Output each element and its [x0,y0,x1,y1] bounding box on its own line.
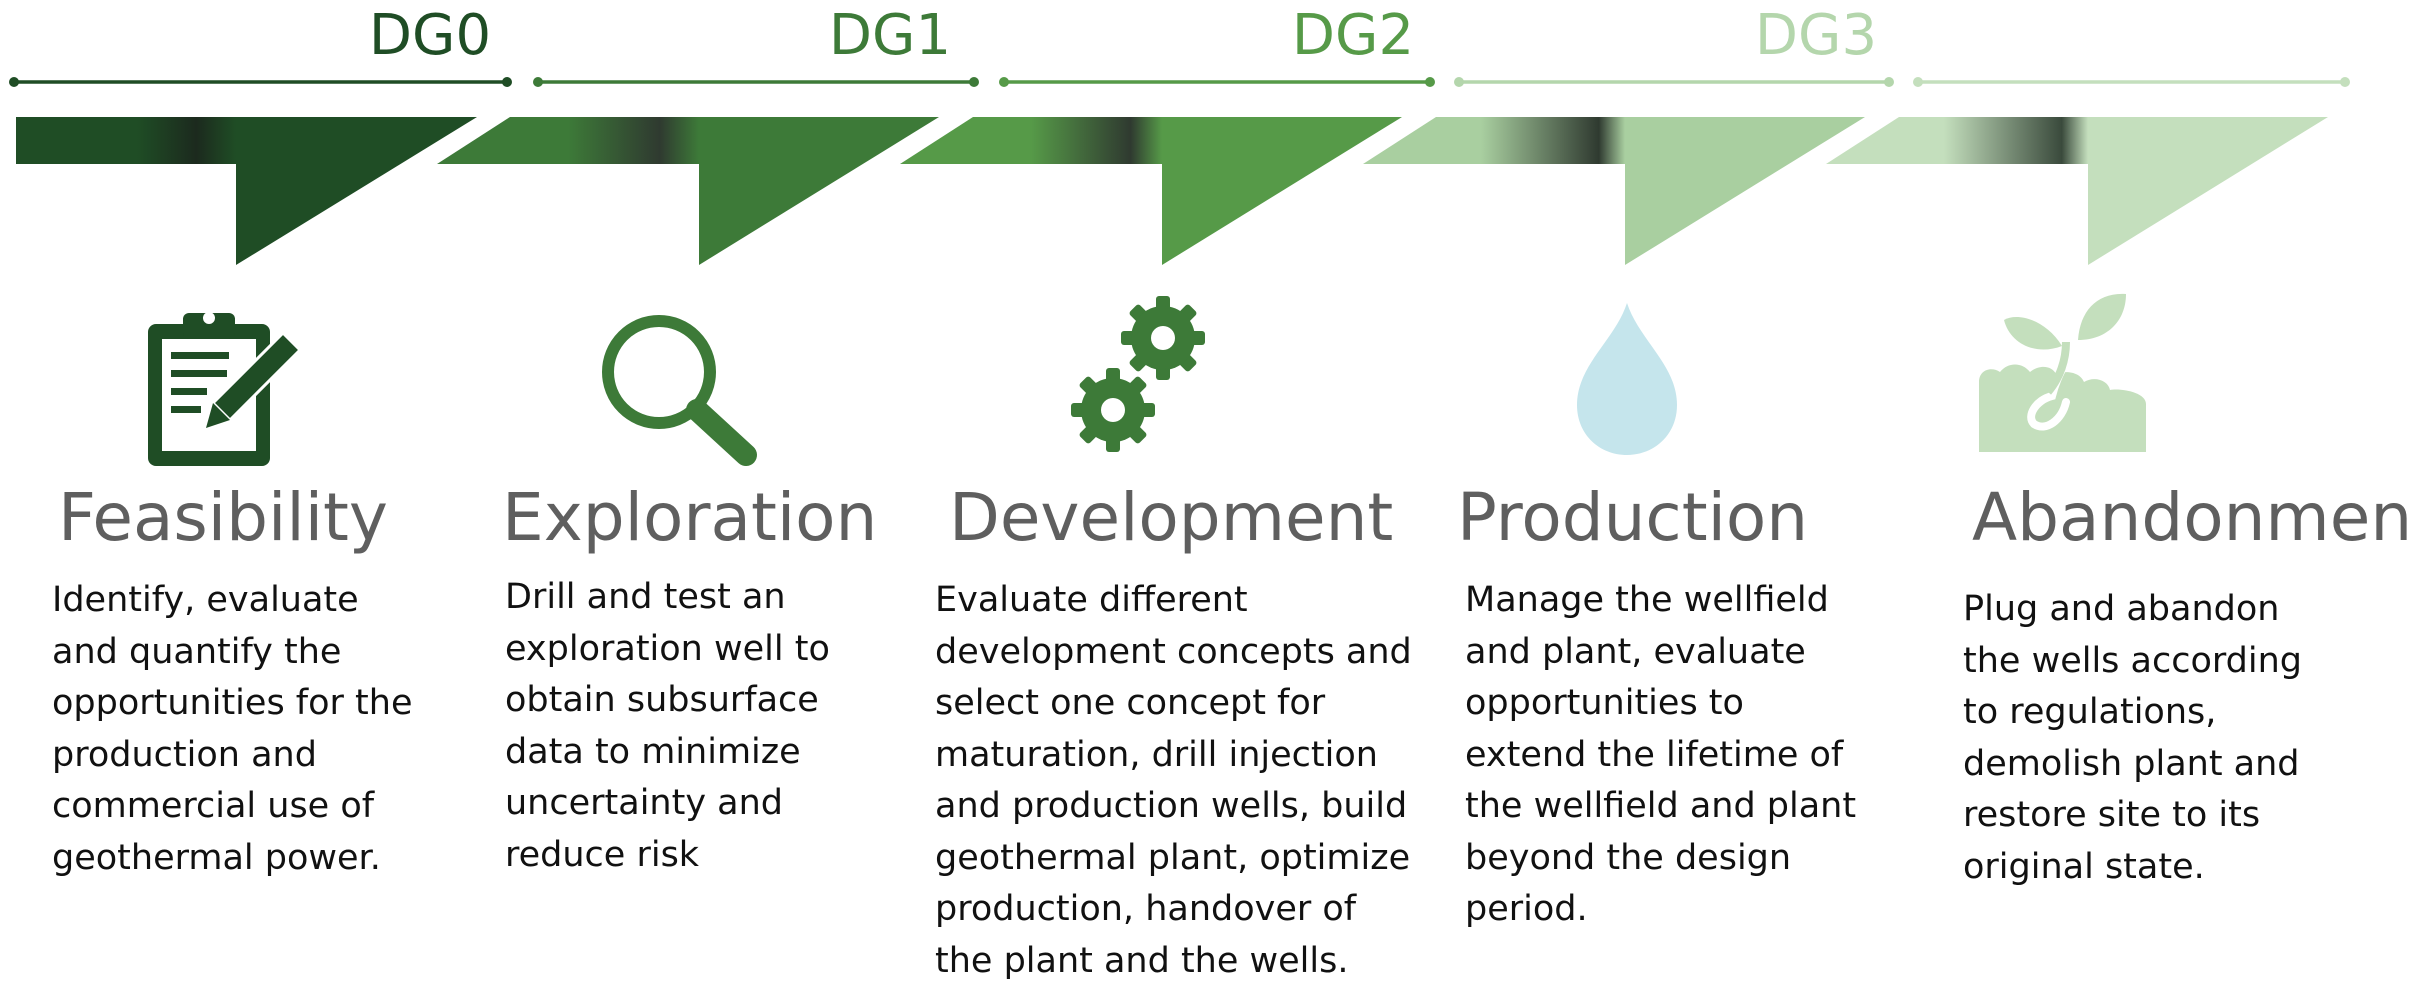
phase-title-feasibility: Feasibility [58,479,388,556]
phase-arrow-exploration [437,117,939,265]
phase-description-exploration: Drill and test an exploration well to ob… [505,577,830,875]
gears-icon [1071,296,1205,452]
phase-description-development: Evaluate different development concepts … [935,580,1412,981]
gate-line-dg0 [9,77,512,87]
gate-line-dg3 [1454,77,1894,87]
gate-line-end [1913,77,2350,87]
gate-line-dg1 [533,77,979,87]
phase-description-feasibility: Identify, evaluate and quantify the oppo… [52,580,413,878]
phase-title-production: Production [1457,479,1809,556]
gate-label-dg1: DG1 [828,3,952,68]
clipboard-pencil-icon [148,312,303,466]
phase-arrow-feasibility [16,117,477,265]
gate-label-dg3: DG3 [1754,3,1878,68]
gate-label-dg0: DG0 [368,3,492,68]
water-drop-icon [1577,303,1677,455]
magnifying-glass-icon [602,315,757,466]
phase-arrow-production [1363,117,1865,265]
phase-arrow-abandonment [1826,117,2328,265]
phase-title-exploration: Exploration [502,479,878,556]
phase-arrow-development [900,117,1402,265]
phase-description-production: Manage the wellfield and plant, evaluate… [1465,580,1857,929]
sprout-icon [1979,293,2146,452]
gate-label-dg2: DG2 [1291,3,1415,68]
phase-description-abandonment: Plug and abandon the wells according to … [1963,589,2302,887]
phase-title-abandonment: Abandonment [1972,479,2409,556]
phase-title-development: Development [949,479,1394,556]
gate-line-dg2 [999,77,1435,87]
